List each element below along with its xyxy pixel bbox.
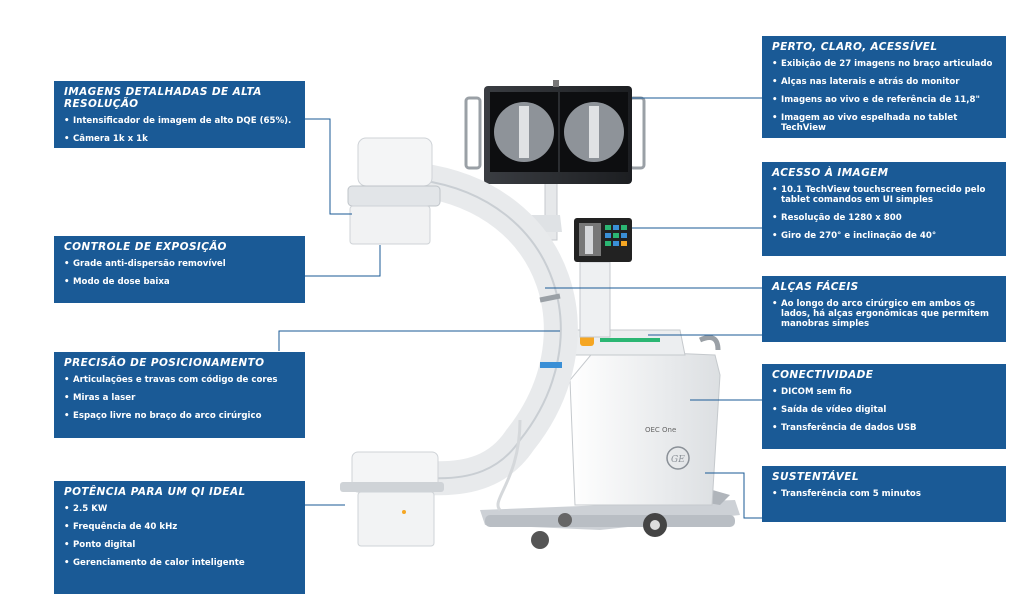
list-item: Ponto digital — [64, 540, 295, 550]
panel-potencia-title: POTÊNCIA PARA UM QI IDEAL — [64, 486, 246, 498]
image-intensifier — [347, 137, 441, 245]
panel-sustentavel-list: Transferência com 5 minutos — [772, 489, 996, 499]
green-accent-strip — [600, 338, 660, 342]
panel-alcas-list: Ao longo do arco cirúrgico em ambos os l… — [772, 299, 996, 329]
panel-conectividade: CONECTIVIDADE DICOM sem fio Saída de víd… — [762, 364, 1006, 449]
panel-controle: CONTROLE DE EXPOSIÇÃO Grade anti-dispers… — [54, 236, 305, 303]
panel-perto-list: Exibição de 27 imagens no braço articula… — [772, 59, 996, 133]
list-item: Transferência com 5 minutos — [772, 489, 996, 499]
list-item: DICOM sem fio — [772, 387, 996, 397]
list-item: Modo de dose baixa — [64, 277, 295, 287]
panel-controle-title: CONTROLE DE EXPOSIÇÃO — [64, 241, 227, 253]
brand-label: OEC One — [645, 426, 676, 434]
list-item: Imagem ao vivo espelhada no tablet TechV… — [772, 113, 996, 133]
panel-perto-title: PERTO, CLARO, ACESSÍVEL — [772, 41, 938, 53]
list-item: Transferência de dados USB — [772, 423, 996, 433]
blue-laser-marker — [540, 362, 562, 368]
list-item: Giro de 270° e inclinação de 40° — [772, 231, 996, 241]
panel-imagens: IMAGENS DETALHADAS DE ALTA RESOLUÇÃO Int… — [54, 81, 305, 148]
panel-precisao-list: Articulações e travas com código de core… — [64, 375, 295, 421]
list-item: 10.1 TechView touchscreen fornecido pelo… — [772, 185, 996, 205]
panel-acesso: ACESSO À IMAGEM 10.1 TechView touchscree… — [762, 162, 1006, 256]
panel-sustentavel-title: SUSTENTÁVEL — [772, 471, 859, 483]
c-arm-handle — [539, 293, 561, 303]
list-item: Resolução de 1280 x 800 — [772, 213, 996, 223]
ge-logo — [666, 446, 690, 470]
list-item: Ao longo do arco cirúrgico em ambos os l… — [772, 299, 996, 329]
list-item: Intensificador de imagem de alto DQE (65… — [64, 116, 295, 126]
panel-controle-list: Grade anti-dispersão removível Modo de d… — [64, 259, 295, 287]
list-item: Miras a laser — [64, 393, 295, 403]
panel-imagens-title: IMAGENS DETALHADAS DE ALTA RESOLUÇÃO — [64, 86, 262, 110]
list-item: Exibição de 27 imagens no braço articula… — [772, 59, 996, 69]
panel-alcas-title: ALÇAS FÁCEIS — [772, 281, 859, 293]
main-monitor — [464, 80, 646, 184]
panel-precisao-title: PRECISÃO DE POSICIONAMENTO — [64, 357, 265, 369]
panel-imagens-list: Intensificador de imagem de alto DQE (65… — [64, 116, 295, 144]
wheel — [558, 513, 572, 527]
panel-precisao: PRECISÃO DE POSICIONAMENTO Articulações … — [54, 352, 305, 438]
panel-alcas: ALÇAS FÁCEIS Ao longo do arco cirúrgico … — [762, 276, 1006, 342]
ge-logo-text: GE — [671, 455, 685, 465]
rear-handle — [698, 335, 721, 351]
list-item: Câmera 1k x 1k — [64, 134, 295, 144]
wheel — [531, 531, 549, 549]
list-item: Espaço livre no braço do arco cirúrgico — [64, 411, 295, 421]
panel-conectividade-title: CONECTIVIDADE — [772, 369, 874, 381]
xray-tube — [340, 451, 444, 547]
list-item: Alças nas laterais e atrás do monitor — [772, 77, 996, 87]
list-item: Grade anti-dispersão removível — [64, 259, 295, 269]
techview-tablet — [574, 218, 632, 262]
panel-acesso-title: ACESSO À IMAGEM — [772, 167, 889, 179]
list-item: Gerenciamento de calor inteligente — [64, 558, 295, 568]
list-item: 2.5 KW — [64, 504, 295, 514]
list-item: Articulações e travas com código de core… — [64, 375, 295, 385]
panel-conectividade-list: DICOM sem fio Saída de vídeo digital Tra… — [772, 387, 996, 433]
panel-potencia-list: 2.5 KW Frequência de 40 kHz Ponto digita… — [64, 504, 295, 568]
list-item: Frequência de 40 kHz — [64, 522, 295, 532]
c-arm — [417, 163, 578, 496]
panel-sustentavel: SUSTENTÁVEL Transferência com 5 minutos — [762, 466, 1006, 522]
panel-perto: PERTO, CLARO, ACESSÍVEL Exibição de 27 i… — [762, 36, 1006, 138]
cabinet: OEC One GE — [559, 324, 721, 506]
panel-potencia: POTÊNCIA PARA UM QI IDEAL 2.5 KW Frequên… — [54, 481, 305, 594]
list-item: Saída de vídeo digital — [772, 405, 996, 415]
panel-acesso-list: 10.1 TechView touchscreen fornecido pelo… — [772, 185, 996, 241]
list-item: Imagens ao vivo e de referência de 11,8" — [772, 95, 996, 105]
